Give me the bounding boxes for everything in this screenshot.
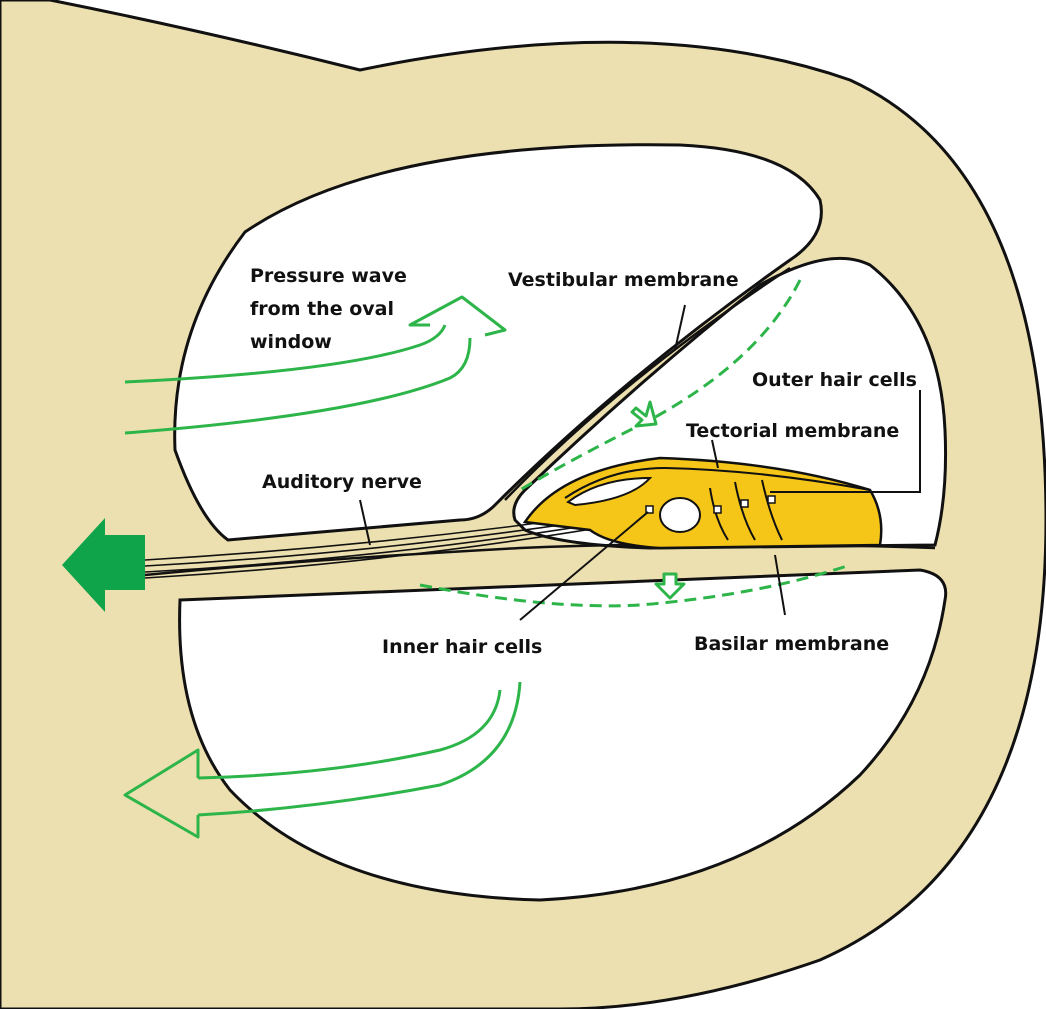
label-pressure-wave-line2: from the oval <box>250 298 394 320</box>
label-vestibular-membrane: Vestibular membrane <box>508 269 739 291</box>
label-pressure-wave-line1: Pressure wave <box>250 265 407 287</box>
label-basilar-membrane: Basilar membrane <box>694 633 889 655</box>
label-tectorial-membrane: Tectorial membrane <box>686 420 899 442</box>
label-auditory-nerve: Auditory nerve <box>262 471 422 493</box>
inner-tunnel <box>660 498 700 532</box>
label-inner-hair-cells: Inner hair cells <box>382 636 542 658</box>
label-outer-hair-cells: Outer hair cells <box>752 369 917 391</box>
label-pressure-wave-line3: window <box>250 331 332 353</box>
